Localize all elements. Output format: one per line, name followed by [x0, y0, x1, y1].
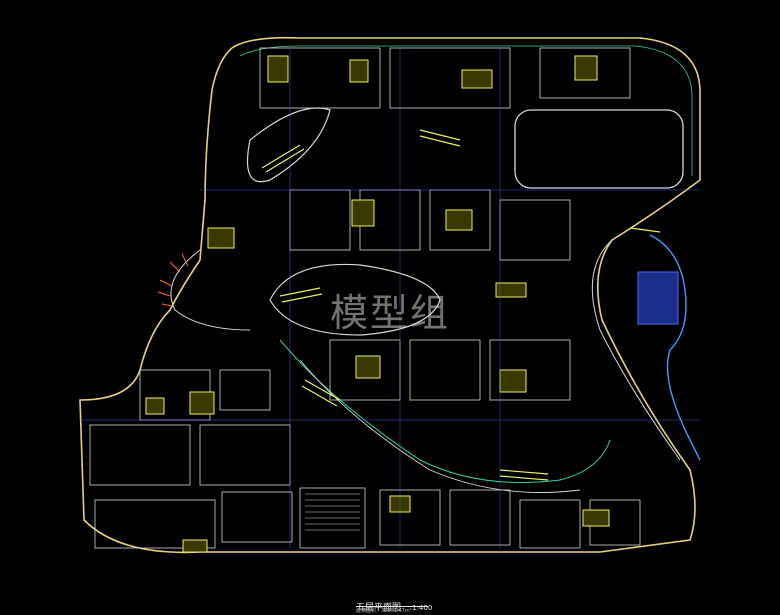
atrium-upper — [246, 107, 331, 183]
atrium-center — [269, 263, 441, 336]
inner-outline — [239, 45, 693, 176]
building-outline — [79, 36, 701, 554]
corridor-curve-left — [170, 249, 251, 331]
corridor-curve-lower-2 — [299, 359, 581, 493]
corridor-curve-lower — [279, 339, 611, 483]
area-note: 建筑面积：32201.47m² — [356, 608, 412, 614]
escalators — [261, 129, 661, 481]
grid-lines — [80, 48, 700, 548]
drawing-title: 五层平面图 — [356, 603, 402, 613]
curve-east — [591, 239, 681, 461]
title-underline — [356, 606, 428, 607]
room-blocks — [89, 47, 641, 549]
annotation-marks — [157, 253, 189, 307]
plaza-steps — [305, 493, 360, 531]
drawing-title-block: 五层平面图 1:400 — [356, 595, 432, 614]
pool-grid — [637, 271, 679, 325]
stairs — [145, 55, 610, 553]
water-feature — [649, 234, 701, 461]
drawing-scale: 1:400 — [412, 604, 433, 612]
courtyard-void — [514, 109, 684, 189]
